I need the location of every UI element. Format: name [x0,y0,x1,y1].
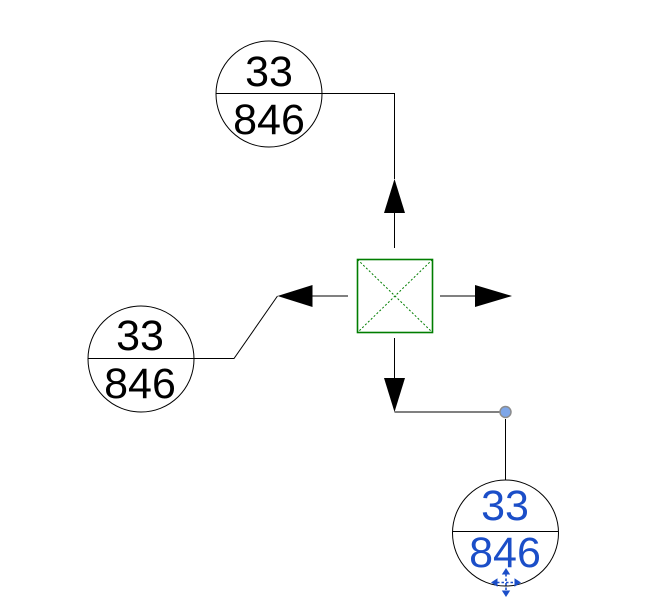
tag-upper-value[interactable]: 33 [481,482,529,530]
tag-lower-value[interactable]: 846 [233,96,305,144]
tag-bubble[interactable] [215,40,323,148]
tag-lower-value[interactable]: 846 [104,360,176,408]
tag-bubble[interactable] [452,479,559,587]
marker-box[interactable] [356,258,434,334]
tag-leader-line [216,93,395,179]
tag-upper-value[interactable]: 33 [245,48,293,96]
arrow-right-icon[interactable] [475,285,512,307]
marker-diagonal [357,259,433,333]
arrow-up-icon[interactable] [384,179,405,213]
tag-upper-value[interactable]: 33 [116,312,164,360]
tag-bubble[interactable] [87,305,195,413]
elevation-tag-left[interactable]: 33 846 [87,295,278,413]
arrow-left-icon[interactable] [277,285,313,307]
elevation-marker-symbol[interactable] [277,179,513,412]
elevation-tag-top[interactable]: 33 846 [215,40,395,179]
arrow-down-icon[interactable] [384,378,405,412]
move-cursor-icon [491,568,521,597]
tag-lower-value[interactable]: 846 [469,529,541,577]
elevation-tag-bottom-right-selected[interactable]: 33 846 [394,405,559,598]
tag-leader-line [88,295,278,359]
leader-grip-handle[interactable] [499,405,512,419]
